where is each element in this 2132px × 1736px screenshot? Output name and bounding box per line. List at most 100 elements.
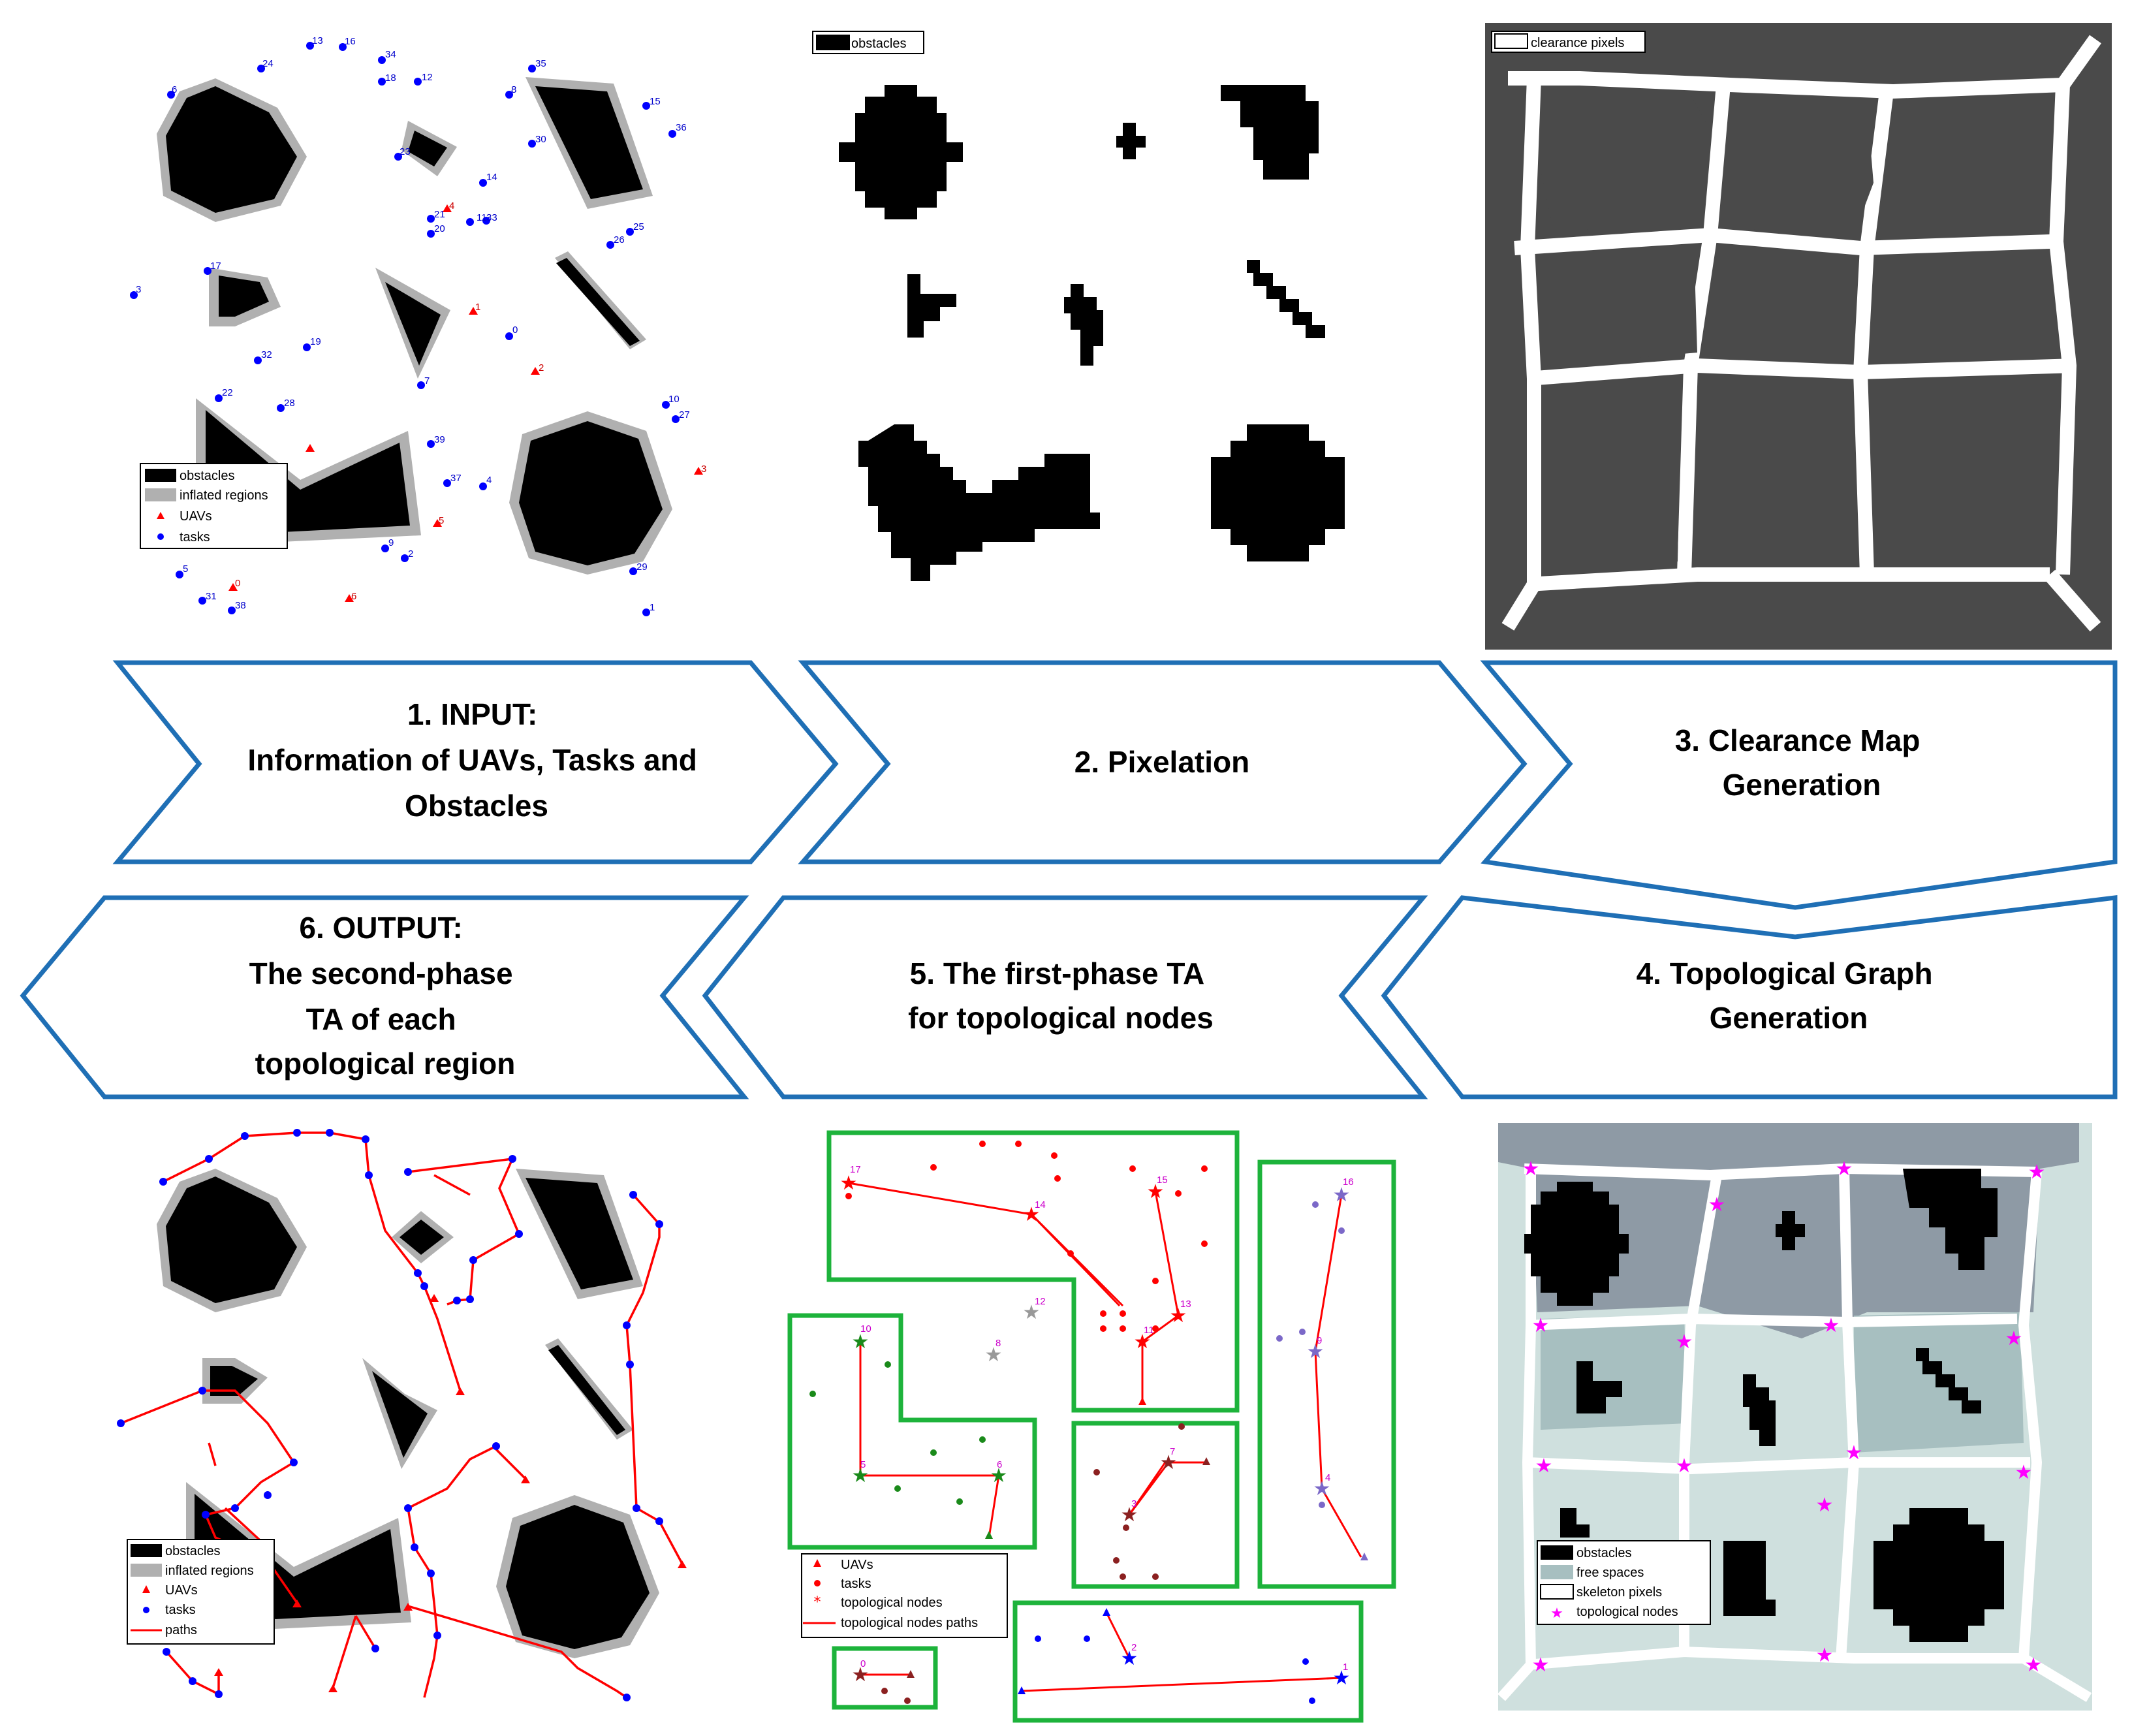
svg-text:★: ★ [1676, 1331, 1693, 1353]
svg-text:obstacles: obstacles [165, 1544, 221, 1558]
step6-line3: TA of each [306, 1002, 456, 1036]
svg-text:5: 5 [183, 563, 188, 575]
svg-text:★: ★ [1532, 1314, 1550, 1337]
svg-text:★: ★ [1676, 1455, 1693, 1477]
svg-text:6: 6 [997, 1459, 1002, 1470]
arrow-step-2: 2. Pixelation [798, 660, 1528, 864]
svg-text:★: ★ [1307, 1340, 1325, 1363]
region-boxes [787, 1130, 1396, 1723]
svg-text:★: ★ [1023, 1203, 1041, 1226]
svg-text:6: 6 [351, 591, 356, 602]
svg-text:8: 8 [995, 1338, 1001, 1349]
svg-text:2: 2 [1131, 1642, 1137, 1653]
topological-legend: ★ obstacles free spaces skeleton pixels … [1537, 1540, 1711, 1625]
svg-text:★: ★ [1170, 1304, 1187, 1327]
svg-text:11: 11 [477, 212, 487, 223]
svg-text:4: 4 [486, 475, 492, 486]
svg-text:27: 27 [679, 409, 690, 420]
svg-text:4: 4 [1325, 1472, 1330, 1483]
panel-input-scene: 24 13 16 34 18 12 6 35 8 15 36 30 23 14 … [130, 35, 706, 616]
svg-text:1. INPUT: Information of: 1. INPUT: Information of UAVs, Tasks and… [247, 697, 705, 823]
svg-text:4: 4 [449, 200, 454, 212]
svg-text:33: 33 [486, 212, 497, 223]
svg-text:16: 16 [345, 36, 356, 47]
svg-text:free spaces: free spaces [1576, 1566, 1644, 1580]
step1-line1: 1. INPUT: [407, 697, 537, 731]
step4-line2: Generation [1710, 1001, 1868, 1035]
svg-text:34: 34 [385, 49, 396, 60]
output-legend: obstacles inflated regions UAVs tasks pa… [127, 1539, 275, 1645]
svg-text:22: 22 [222, 387, 233, 398]
svg-text:13: 13 [312, 35, 323, 46]
svg-text:5: 5 [860, 1459, 866, 1470]
svg-text:4. Topological Graph Gen: 4. Topological Graph Generation [1637, 956, 1941, 1035]
svg-text:clearance pixels: clearance pixels [1531, 36, 1624, 50]
svg-text:tasks: tasks [841, 1577, 871, 1591]
input-uavs [228, 204, 703, 602]
step5-line1: 5. The first-phase TA [910, 956, 1204, 990]
svg-text:★: ★ [1845, 1442, 1863, 1464]
svg-text:39: 39 [434, 434, 445, 445]
arrow-step-6: 6. OUTPUT: The second-phase TA of each t… [20, 895, 749, 1099]
svg-text:★: ★ [1823, 1314, 1840, 1337]
svg-text:5: 5 [439, 515, 444, 526]
svg-text:0: 0 [512, 324, 518, 336]
svg-text:2: 2 [539, 362, 544, 373]
step1-line2: Information of UAVs, Tasks and [247, 743, 697, 777]
svg-text:8: 8 [511, 84, 516, 95]
svg-text:3: 3 [701, 464, 706, 475]
svg-text:topological nodes: topological nodes [1576, 1605, 1678, 1619]
svg-text:inflated regions: inflated regions [180, 488, 268, 503]
svg-text:31: 31 [206, 591, 217, 602]
svg-text:skeleton pixels: skeleton pixels [1576, 1585, 1662, 1600]
svg-text:20: 20 [434, 223, 445, 234]
svg-text:15: 15 [650, 96, 661, 107]
svg-text:*: * [814, 1594, 821, 1611]
step6-line2: The second-phase [249, 956, 513, 990]
svg-text:28: 28 [284, 398, 295, 409]
svg-text:★: ★ [1121, 1504, 1138, 1526]
panel-topological-graph: ★★★ ★★★ ★★★ ★★★ ★★★ ★ ★ obstacles free s… [1497, 1123, 2092, 1711]
svg-text:18: 18 [385, 72, 396, 84]
svg-text:2: 2 [408, 548, 413, 560]
svg-text:★: ★ [1708, 1193, 1726, 1216]
svg-text:★: ★ [1532, 1654, 1550, 1677]
step3-line2: Generation [1723, 768, 1881, 802]
step5-line2: for topological nodes [908, 1001, 1214, 1035]
svg-text:UAVs: UAVs [841, 1558, 873, 1572]
svg-text:★: ★ [990, 1464, 1008, 1487]
svg-text:7: 7 [1170, 1446, 1175, 1457]
svg-text:9: 9 [1317, 1335, 1322, 1346]
svg-text:★: ★ [1535, 1455, 1553, 1477]
svg-text:37: 37 [450, 473, 462, 484]
svg-text:★: ★ [852, 1464, 870, 1487]
svg-text:6: 6 [172, 84, 177, 95]
svg-text:obstacles: obstacles [1576, 1546, 1632, 1560]
svg-text:topological nodes paths: topological nodes paths [841, 1616, 978, 1630]
svg-text:9: 9 [388, 537, 394, 548]
svg-text:7: 7 [424, 375, 430, 387]
svg-text:38: 38 [235, 600, 246, 611]
panel-pixelation: obstacles [812, 31, 1345, 581]
clearance-legend: clearance pixels [1491, 31, 1646, 53]
svg-text:1: 1 [475, 302, 480, 313]
svg-text:1: 1 [1343, 1662, 1348, 1673]
svg-text:★: ★ [1550, 1605, 1563, 1622]
svg-text:topological nodes: topological nodes [841, 1596, 943, 1610]
step4-line1: 4. Topological Graph [1637, 956, 1933, 990]
svg-text:★: ★ [1522, 1158, 1540, 1180]
svg-text:16: 16 [1343, 1176, 1354, 1188]
svg-text:13: 13 [1180, 1299, 1191, 1310]
svg-text:★: ★ [2028, 1161, 2046, 1184]
svg-text:obstacles: obstacles [851, 37, 907, 51]
svg-text:12: 12 [422, 72, 433, 83]
svg-text:★: ★ [1160, 1451, 1178, 1474]
arrow-step-3: 3. Clearance Map Generation [1480, 660, 2118, 910]
svg-text:★: ★ [852, 1331, 870, 1353]
svg-text:UAVs: UAVs [180, 509, 212, 524]
svg-text:UAVs: UAVs [165, 1583, 198, 1598]
svg-text:10: 10 [860, 1323, 871, 1334]
panel-first-phase-ta: ★ ★ ★ ★ ★ ★ ★ ★ ★ ★ ★ ★ ★ ★ ★ ★ ★ ★ 17 1… [787, 1130, 1396, 1723]
svg-text:3: 3 [1131, 1498, 1137, 1509]
svg-text:★: ★ [2015, 1461, 2033, 1484]
